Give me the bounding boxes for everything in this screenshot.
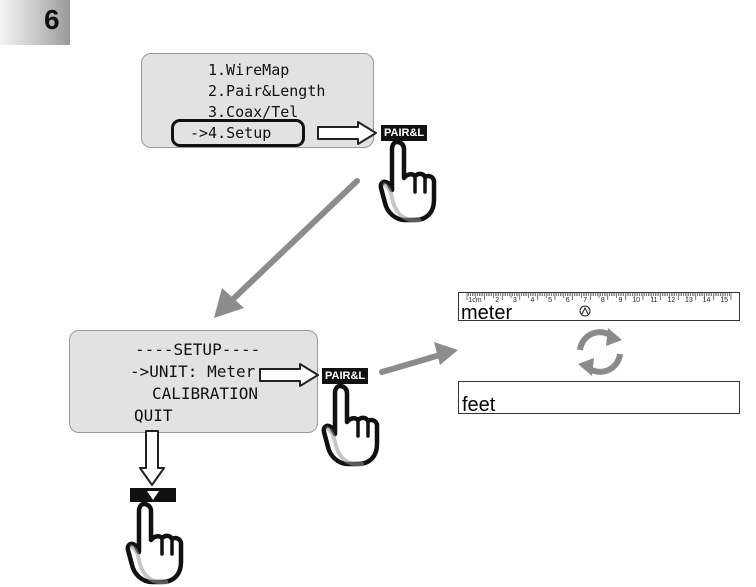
pointing-hand-icon-top — [381, 142, 434, 220]
setup-title: ----SETUP---- — [135, 340, 261, 359]
ruler-tick-label: 13 — [685, 297, 693, 304]
ruler-tick-label: 1cm — [468, 297, 481, 304]
menu-item-pair-length: 2.Pair&Length — [208, 82, 326, 100]
ruler-tick-label: 9 — [618, 297, 622, 304]
pointing-hand-icon-down — [128, 504, 181, 582]
setup-item-calibration[interactable]: CALIBRATION — [152, 384, 258, 403]
pointing-hand-icon-bottom — [324, 386, 377, 464]
ruler-tick-label: 6 — [566, 297, 570, 304]
meter-label: meter — [461, 302, 513, 324]
feet-label: feet — [462, 394, 496, 416]
ruler-tick-label: 5 — [548, 297, 552, 304]
ruler-tick-label: 11 — [650, 297, 657, 304]
flow-arrow-to-units — [379, 342, 458, 375]
down-arrow-key[interactable] — [130, 488, 176, 502]
ruler-tick-label: 15 — [720, 297, 728, 304]
selection-highlight — [171, 119, 305, 147]
setup-item-quit[interactable]: QUIT — [134, 406, 173, 425]
pair-length-key-bottom[interactable]: PAIR&L — [322, 368, 369, 384]
flow-arrow-diagonal — [214, 178, 360, 318]
step-number: 6 — [44, 4, 60, 35]
main-menu-screen: 1.WireMap 2.Pair&Length 3.Coax/Tel ->4.S… — [141, 53, 374, 148]
pair-length-key-top[interactable]: PAIR&L — [381, 125, 428, 141]
menu-item-setup[interactable]: ->4.Setup — [190, 124, 272, 142]
ruler-tick-label: 8 — [601, 297, 605, 304]
ruler-tick-label: 4 — [530, 297, 534, 304]
menu-item-coax-tel: 3.Coax/Tel — [208, 103, 299, 121]
hollow-arrow-right-bottom — [259, 363, 319, 387]
menu-item-wiremap: 1.WireMap — [208, 61, 290, 79]
hollow-arrow-down — [139, 430, 165, 486]
ruler-tick-label: 14 — [703, 297, 711, 304]
cut-mark-icon — [579, 305, 591, 317]
ruler-tick-label: 10 — [632, 297, 640, 304]
setup-item-unit[interactable]: ->UNIT: Meter — [130, 362, 256, 381]
step-tab: 6 — [0, 0, 70, 45]
ruler-tick-label: 3 — [513, 297, 517, 304]
toggle-cycle-icon — [577, 328, 623, 376]
ruler-tick-label: 2 — [495, 297, 499, 304]
feet-box: feet — [458, 381, 740, 416]
hollow-arrow-right-top — [317, 121, 377, 145]
meter-ruler: 1cm 2 3 4 5 6 7 8 9 10 11 12 13 14 15 meter — [458, 292, 740, 324]
ruler-scale-icon: 1cm 2 3 4 5 6 7 8 9 10 11 12 13 14 15 — [466, 293, 732, 304]
ruler-tick-label: 12 — [667, 297, 675, 304]
ruler-tick-label: 7 — [583, 297, 587, 304]
